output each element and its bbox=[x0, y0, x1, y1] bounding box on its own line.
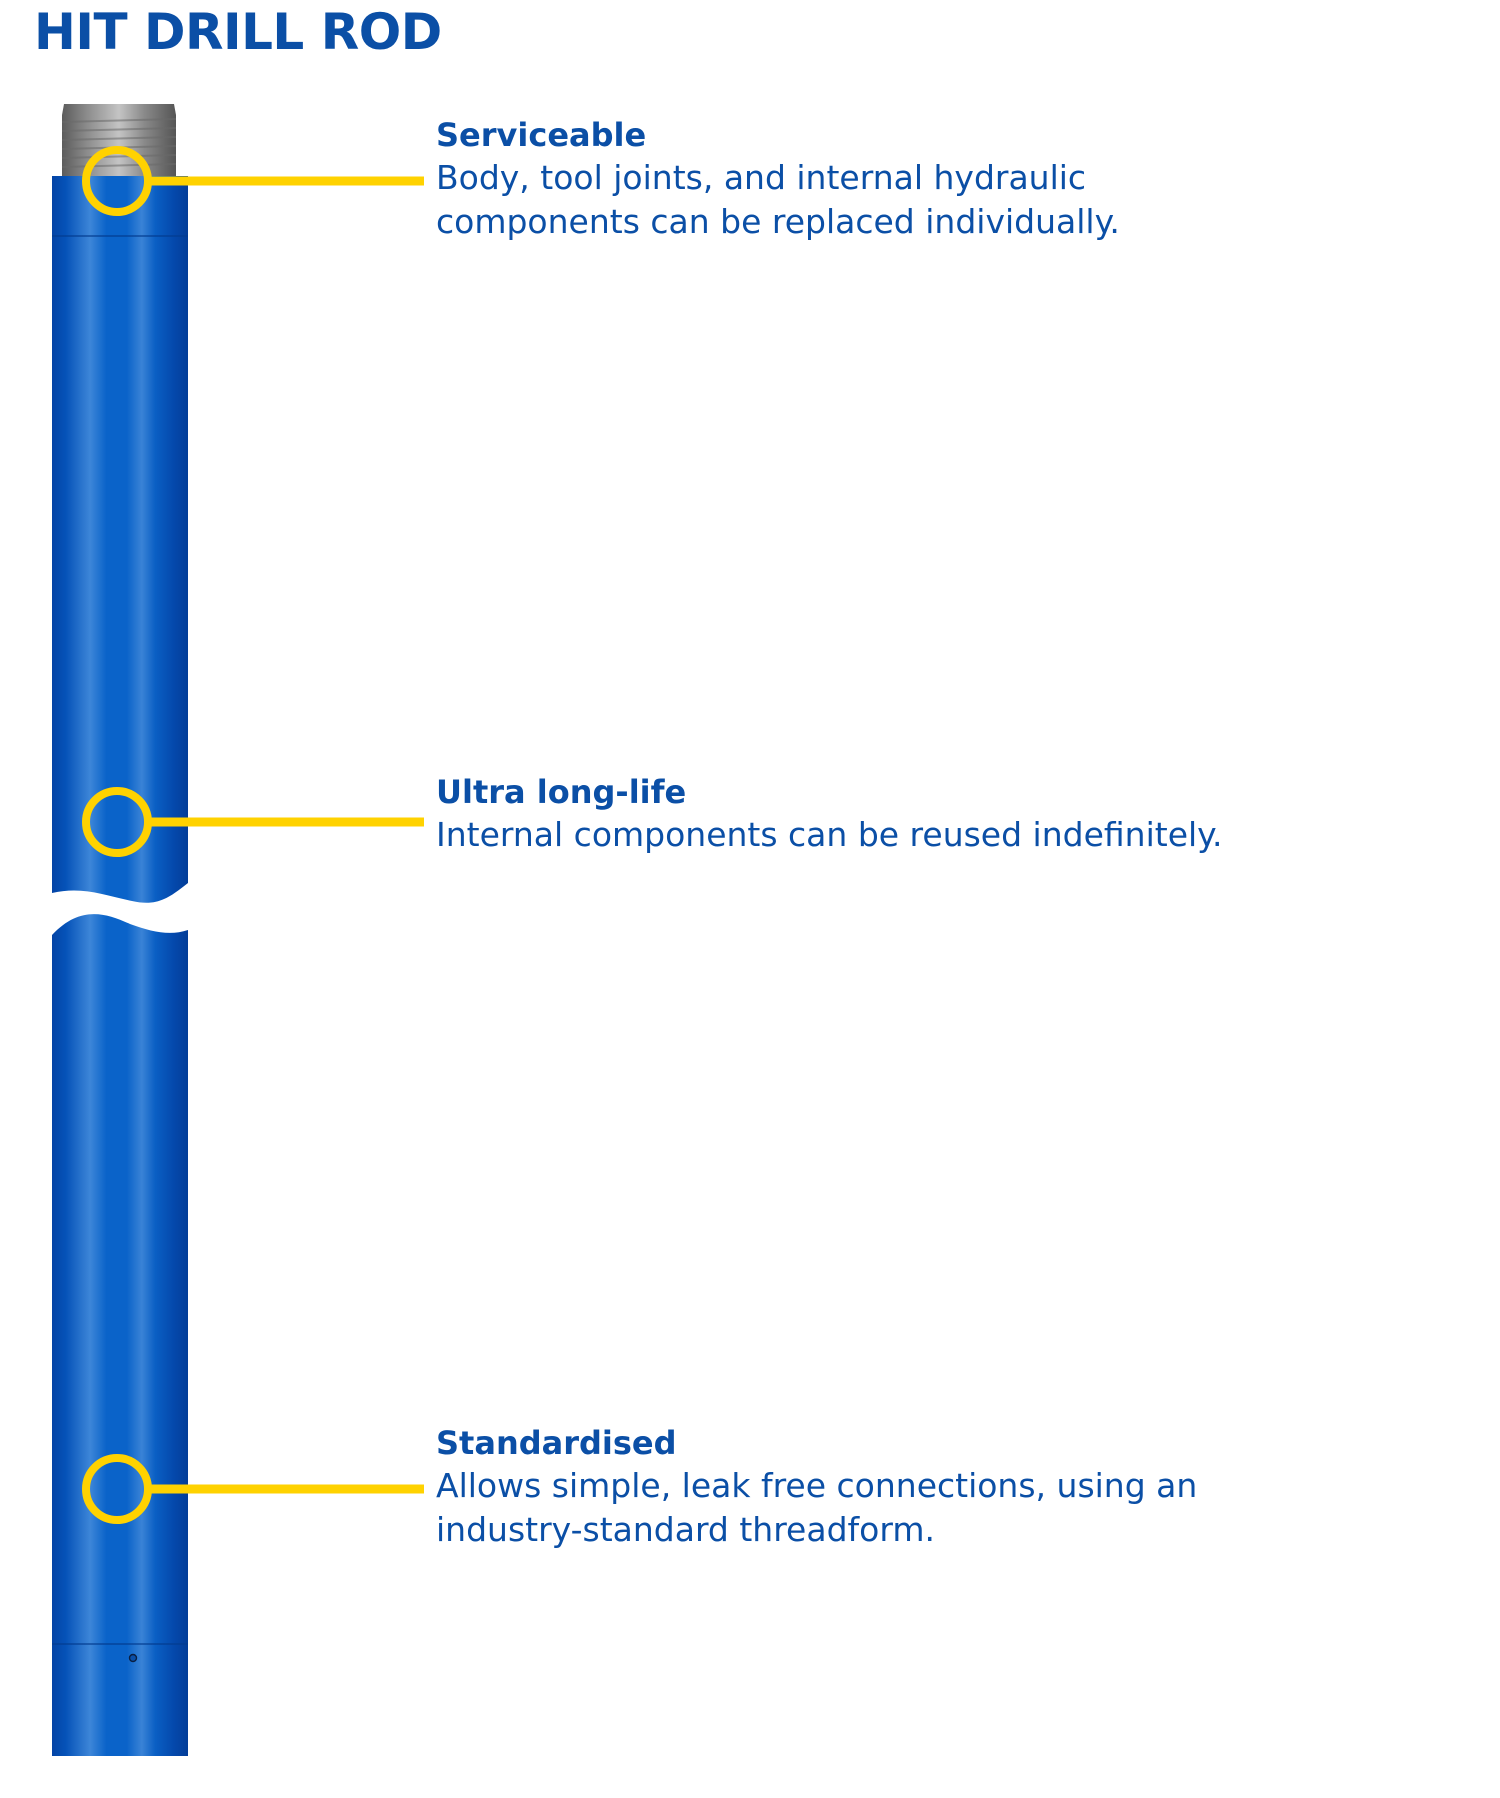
page-title: HIT DRILL ROD bbox=[34, 3, 442, 61]
callout-standardised: Standardised Allows simple, leak free co… bbox=[436, 1422, 1466, 1552]
callout-line: components can be replaced individually. bbox=[436, 202, 1120, 241]
rod-body-lower bbox=[52, 914, 188, 1756]
callout-marker-serviceable bbox=[82, 146, 424, 216]
callout-ultra-long-life: Ultra long-life Internal components can … bbox=[436, 771, 1466, 857]
callout-title: Serviceable bbox=[436, 116, 647, 154]
callout-serviceable: Serviceable Body, tool joints, and inter… bbox=[436, 114, 1466, 244]
callout-description: Internal components can be reused indefi… bbox=[436, 813, 1466, 857]
callout-marker-ultra-long-life bbox=[82, 787, 424, 857]
callout-title: Ultra long-life bbox=[436, 773, 687, 811]
thread-pin bbox=[61, 104, 177, 176]
callout-title: Standardised bbox=[436, 1424, 677, 1462]
rod-port bbox=[128, 1653, 138, 1663]
callout-line: Allows simple, leak free connections, us… bbox=[436, 1466, 1198, 1505]
callout-line: industry-standard threadform. bbox=[436, 1510, 935, 1549]
callout-description: Body, tool joints, and internal hydrauli… bbox=[436, 156, 1466, 244]
callout-line: Body, tool joints, and internal hydrauli… bbox=[436, 158, 1087, 197]
callout-description: Allows simple, leak free connections, us… bbox=[436, 1464, 1466, 1552]
rod-body-upper bbox=[52, 176, 188, 903]
callout-line: Internal components can be reused indefi… bbox=[436, 815, 1223, 854]
callout-marker-standardised bbox=[82, 1454, 424, 1524]
